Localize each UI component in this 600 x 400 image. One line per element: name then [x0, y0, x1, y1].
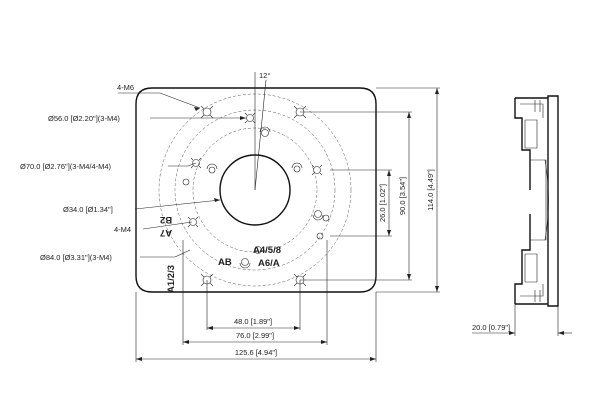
dimension-height-26: 26.0 [1.02"]	[378, 184, 387, 222]
dimension-width-76: 76.0 [2.99"]	[236, 331, 274, 340]
dimension-height-114: 114.0 [4.49"]	[426, 169, 435, 211]
marking-b2: B2	[160, 214, 172, 225]
dimension-height-90: 90.0 [3.54"]	[398, 177, 407, 215]
callout-circle-84: Ø84.0 [Ø3.31"](3-M4)	[40, 253, 112, 262]
dimension-width-125: 125.6 [4.94"]	[235, 348, 277, 357]
callout-leaders	[118, 92, 246, 258]
horizontal-dimensions	[135, 240, 377, 362]
callout-angle: 12°	[259, 71, 270, 80]
vertical-dimensions	[300, 87, 440, 293]
marking-a7: A7	[160, 227, 172, 238]
plate-outline	[135, 87, 377, 293]
dimension-width-48: 48.0 [1.89"]	[234, 317, 272, 326]
side-view	[472, 95, 572, 336]
callout-4m4: 4-M4	[114, 225, 131, 234]
marking-a6-a: A6/A	[258, 258, 280, 269]
angle-line	[254, 79, 267, 191]
marking-a4-5-8: A4/5/8	[253, 245, 281, 256]
callout-circle-34: Ø34.0 [Ø1.34"]	[63, 205, 113, 214]
corner-holes	[200, 105, 307, 287]
callout-circle-56: Ø56.0 [Ø2.20"](3-M4)	[48, 114, 120, 123]
dimension-depth-20: 20.0 [0.79"]	[472, 323, 510, 332]
front-view: B2 A7 A4/5/8 AB A6/A A1/2/3	[135, 72, 377, 293]
marking-a1-2-3: A1/2/3	[166, 265, 177, 293]
marking-ab: AB	[218, 257, 232, 268]
small-holes	[182, 112, 330, 269]
callout-4m6: 4-M6	[117, 83, 134, 92]
callout-circle-70: Ø70.0 [Ø2.76"](3-M4/4-M4)	[20, 162, 112, 171]
